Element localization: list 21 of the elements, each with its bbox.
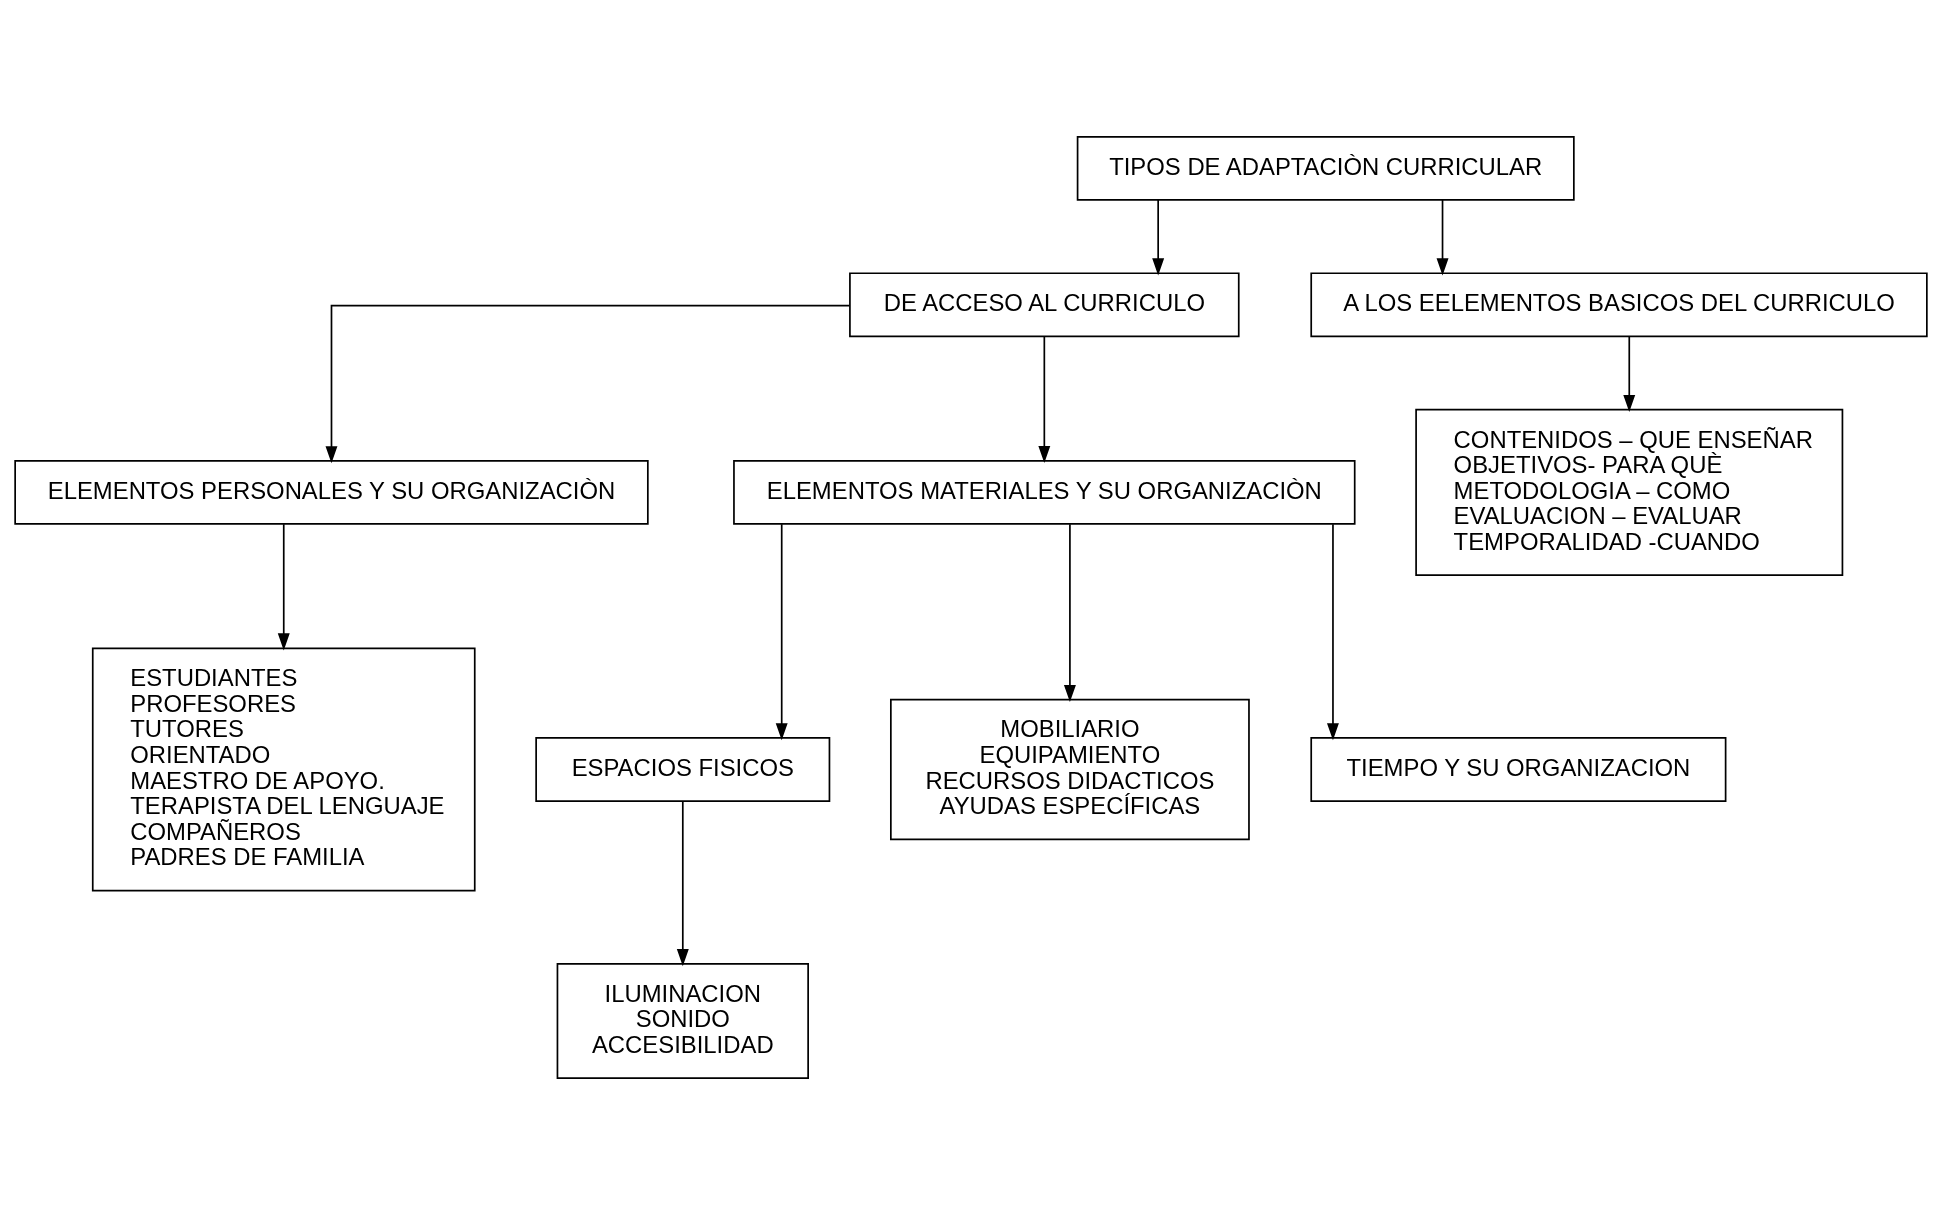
arrow: [1152, 199, 1165, 276]
arrow: [1063, 523, 1076, 703]
arrow: [1038, 335, 1051, 463]
node-box: ILUMINACION SONIDO ACCESIBILIDAD: [556, 963, 809, 1080]
arrow: [1327, 523, 1339, 741]
arrow: [676, 800, 689, 967]
node-box: ELEMENTOS PERSONALES Y SU ORGANIZACIÒN: [14, 460, 649, 525]
arrow: [277, 523, 290, 651]
arrow: [1623, 335, 1636, 412]
arrow: [775, 523, 788, 741]
node-box: ELEMENTOS MATERIALES Y SU ORGANIZACIÒN: [733, 460, 1356, 525]
arrow: [1436, 199, 1449, 276]
arrow: [325, 304, 851, 464]
node-box: ESPACIOS FISICOS: [535, 737, 831, 802]
node-box: ESTUDIANTES PROFESORES TUTORES ORIENTADO MAESTRO DE APOYO. TERAPISTA DEL LENGUAJE COMPAÑEROS PADRES DE FAMILIA: [91, 647, 476, 892]
node-box: TIPOS DE ADAPTACIÒN CURRICULAR: [1076, 135, 1575, 201]
node-box: MOBILIARIO EQUIPAMIENTO RECURSOS DIDACTICOS AYUDAS ESPECÍFICAS: [890, 698, 1250, 841]
node-box: A LOS EELEMENTOS BASICOS DEL CURRICULO: [1310, 272, 1928, 338]
node-box: DE ACCESO AL CURRICULO: [849, 272, 1240, 338]
node-box: TIEMPO Y SU ORGANIZACION: [1310, 737, 1727, 802]
node-box: CONTENIDOS – QUE ENSEÑAR OBJETIVOS- PARA QUÈ METODOLOGIA – COMO EVALUACION – EVALUAR TEMPORALIDAD -CUANDO: [1415, 408, 1844, 576]
